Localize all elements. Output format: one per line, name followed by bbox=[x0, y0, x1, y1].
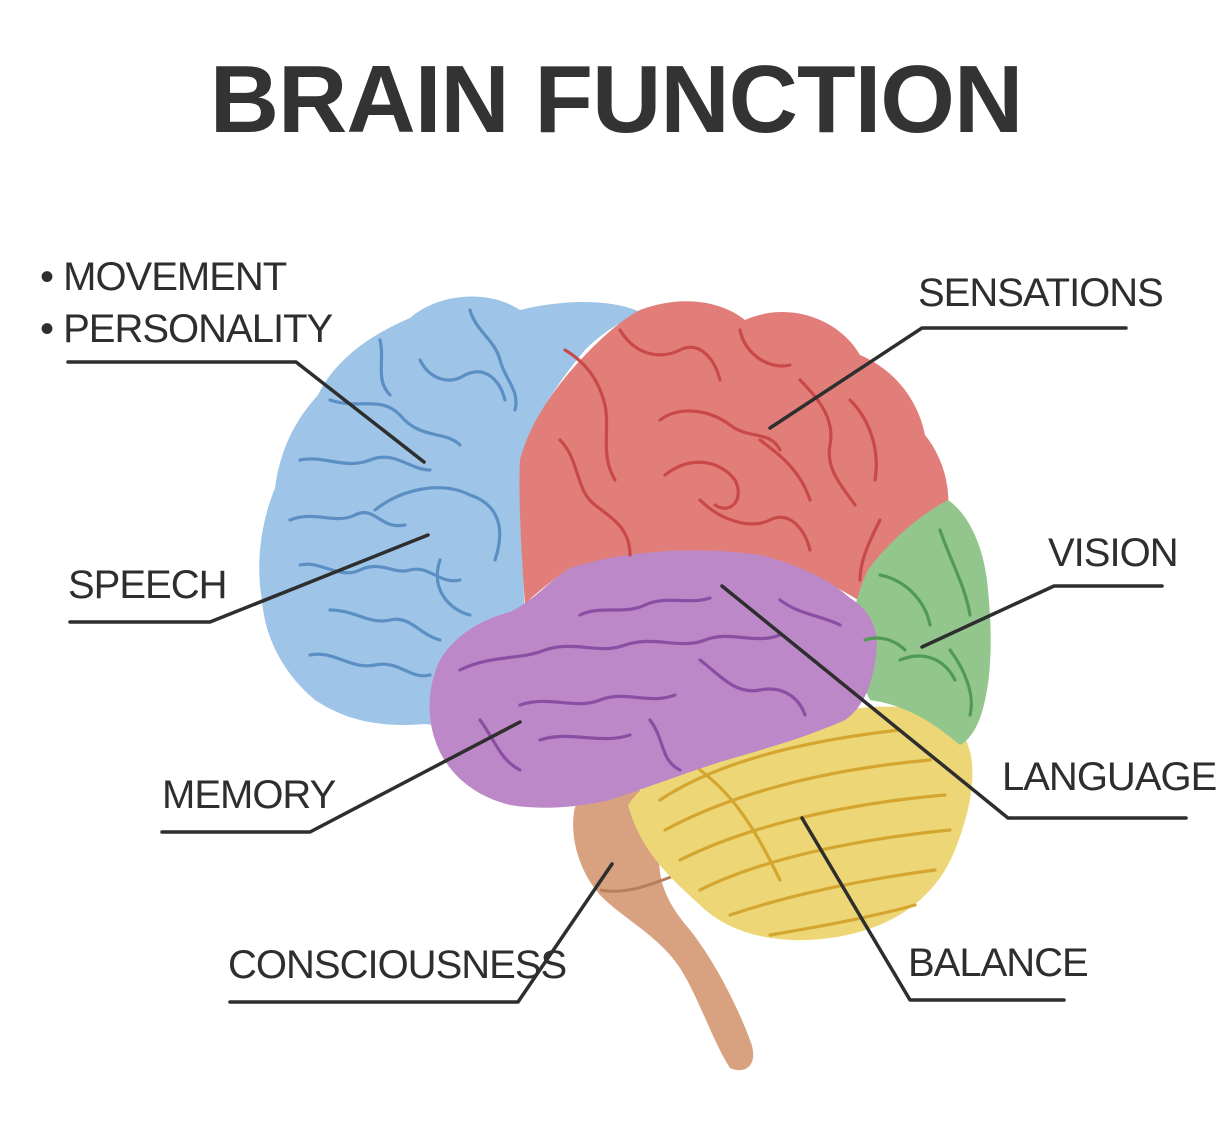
label-balance: BALANCE bbox=[908, 941, 1088, 985]
leader-language bbox=[720, 584, 1188, 820]
label-speech: SPEECH bbox=[68, 563, 227, 607]
label-vision: VISION bbox=[1048, 531, 1178, 575]
occipital-folds bbox=[863, 528, 973, 717]
brainstem-fold bbox=[599, 873, 677, 893]
leader-vision bbox=[920, 584, 1164, 649]
brainstem-region bbox=[573, 784, 754, 1071]
temporal-lobe-region bbox=[429, 550, 877, 808]
leader-balance bbox=[800, 816, 1066, 1002]
leader-memory bbox=[160, 720, 522, 834]
leader-consciousness bbox=[228, 862, 614, 1004]
label-movement: • MOVEMENT bbox=[40, 255, 287, 299]
leader-movement-personality bbox=[66, 360, 426, 464]
label-consciousness: CONSCIOUSNESS bbox=[228, 943, 566, 987]
label-memory: MEMORY bbox=[162, 773, 336, 817]
diagram-title: BRAIN FUNCTION bbox=[210, 46, 1023, 153]
leader-sensations bbox=[768, 326, 1128, 430]
frontal-folds bbox=[288, 308, 518, 678]
temporal-folds bbox=[458, 596, 842, 772]
parietal-lobe-region bbox=[519, 301, 949, 605]
leader-speech bbox=[68, 533, 430, 624]
cerebellum-folds bbox=[658, 728, 952, 937]
label-personality: • PERSONALITY bbox=[40, 307, 333, 351]
label-language: LANGUAGE bbox=[1002, 755, 1216, 799]
occipital-lobe-region bbox=[850, 500, 991, 745]
label-sensations: SENSATIONS bbox=[918, 271, 1163, 315]
parietal-folds bbox=[558, 328, 882, 582]
